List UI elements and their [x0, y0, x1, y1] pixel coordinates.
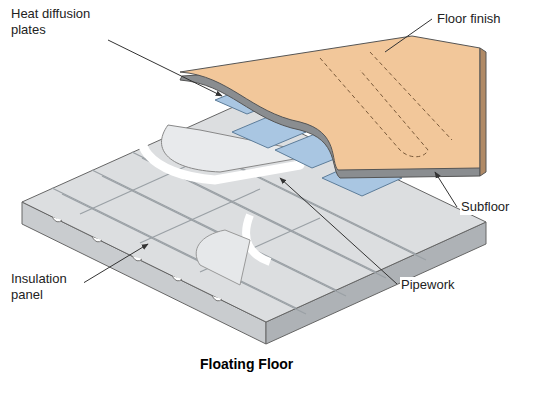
part-label: Pipework: [400, 277, 455, 293]
part-label: Floor finish: [436, 11, 502, 27]
part-label: Insulation panel: [10, 271, 84, 303]
figure-caption: Floating Floor: [200, 356, 293, 372]
part-label: Heat diffusion plates: [10, 6, 112, 38]
part-label: Subfloor: [460, 199, 510, 215]
